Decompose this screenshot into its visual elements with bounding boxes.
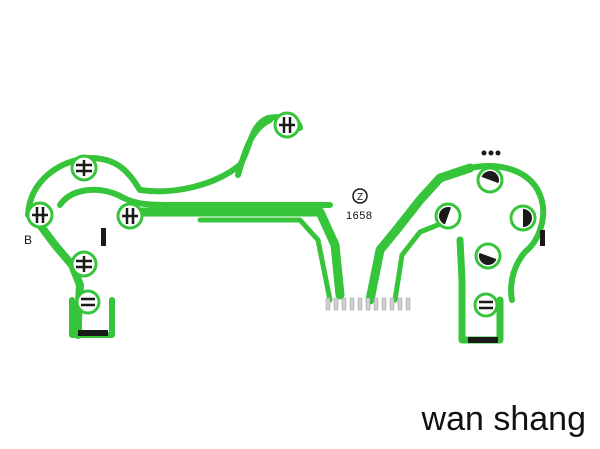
board-label-b: B [24,233,33,247]
left-contact-tab [78,330,108,336]
right-contact-tab [468,337,498,343]
contact-pad [116,202,144,230]
right-vertical [456,236,504,344]
left-small-tab [101,228,106,246]
right-small-tab [540,230,545,246]
connector-pins [325,297,411,311]
mark-symbol: Z [357,192,363,203]
contact-pad [476,166,504,194]
upper-stalk [235,117,273,178]
contact-pad [70,250,98,278]
contact-pad [273,111,301,139]
part-number: 1658 [346,210,373,222]
contact-pad [75,289,101,315]
right-outer-loop [467,163,547,303]
center-bus [135,207,345,300]
contact-pad [26,201,54,229]
contact-pad [473,292,499,318]
caption-text: wan shang [421,400,586,438]
right-bus [365,163,475,305]
three-dots-marking [481,150,501,156]
left-vertical [36,221,84,339]
center-bus-2 [197,217,333,303]
circled-mark: Z [352,188,368,204]
right-bus-2 [392,217,453,303]
right-contact-pads [434,166,537,318]
contact-pad [434,202,462,230]
contact-pad [509,204,537,232]
left-inner-trace [57,186,333,208]
left-contact-pads [26,111,301,315]
contact-pad [474,242,502,270]
contact-pad [70,154,98,182]
